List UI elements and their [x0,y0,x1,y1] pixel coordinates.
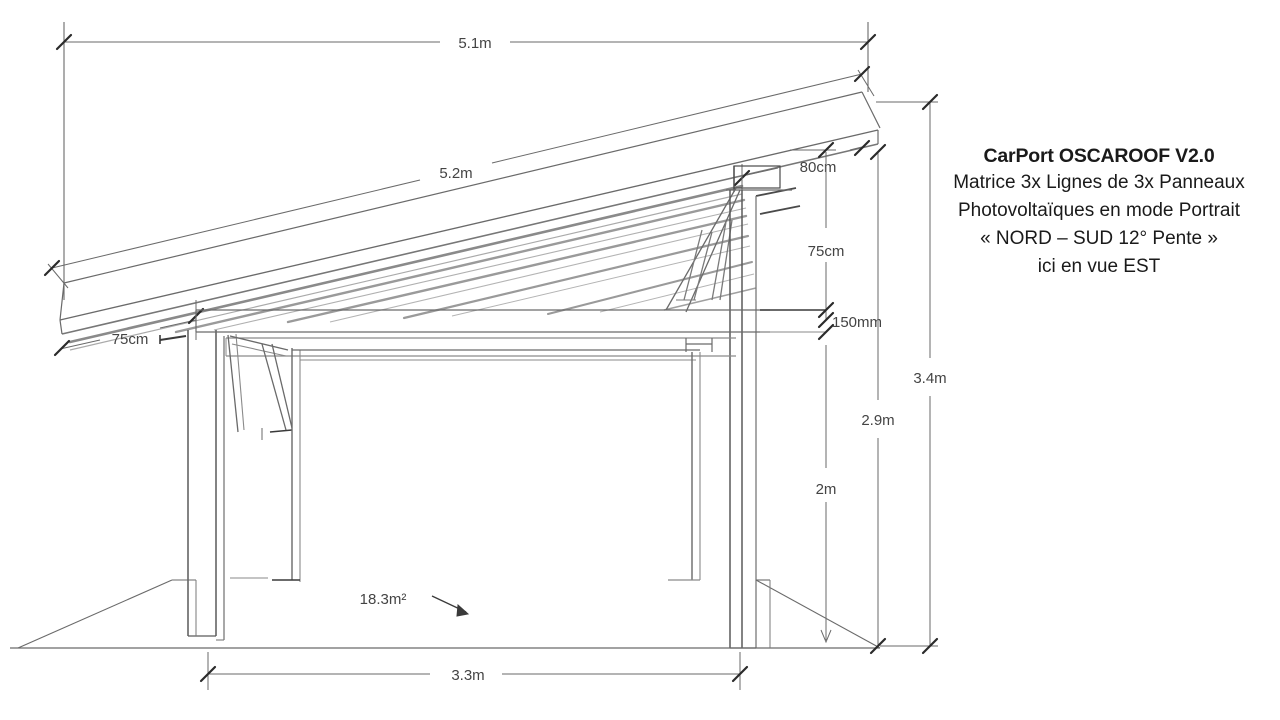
dimension-top-span: 5.1m [55,22,877,300]
annotation-line-3: « NORD – SUD 12° Pente » [980,228,1218,249]
dimension-overhang-left: 75cm [53,300,205,357]
header-beam [195,309,770,333]
ground-perspective-left [17,579,197,649]
dimension-fascia-height: 75cm [790,141,845,329]
ridge-post-cap [726,165,792,192]
opening-frame [230,348,701,582]
dimension-overhang-right: 80cm [733,139,871,215]
roof-panel-plane [59,91,881,335]
dimension-label-eave-height: 2.9m [861,412,894,429]
annotation-line-4: ici en vue EST [1037,256,1161,277]
post-left [187,330,225,641]
callout-floor-area: 18.3m² [360,591,470,617]
truss-bracing-right [665,187,741,313]
ground-perspective-right [755,579,881,649]
annotation-line-1: Matrice 3x Lignes de 3x Panneaux [953,172,1245,193]
dimension-floor-width: 3.3m [199,652,749,690]
annotation-block: CarPort OSCAROOF V2.0 Matrice 3x Lignes … [925,143,1273,281]
secondary-beam [225,337,736,357]
dimension-clear-height: 2m [816,345,837,644]
post-right [729,190,757,649]
dimension-label-overhang-right: 80cm [800,159,837,176]
annotation-line-2: Photovoltaïques en mode Portrait [957,200,1240,221]
dimension-label-total-height: 3.4m [913,370,946,387]
dimension-label-fascia-height: 75cm [808,243,845,260]
dimension-eave-height: 2.9m [861,143,895,655]
dimension-label-roof-slope: 5.2m [439,165,472,182]
bracket-detail-right [685,338,713,352]
dimension-total-height: 3.4m [876,93,947,655]
dimension-label-overhang-left: 75cm [112,331,149,348]
knee-brace-left [227,333,293,440]
dimension-label-top-span: 5.1m [458,35,491,52]
dimension-beam-thickness: 150mm [760,301,882,341]
dimension-roof-slope: 5.2m [43,65,875,289]
dimension-label-clear-height: 2m [816,481,837,498]
dimension-label-beam-thickness: 150mm [832,314,882,331]
dimension-label-floor-area: 18.3m² [360,591,407,608]
annotation-title: CarPort OSCAROOF V2.0 [983,145,1215,167]
dimension-label-floor-width: 3.3m [451,667,484,684]
